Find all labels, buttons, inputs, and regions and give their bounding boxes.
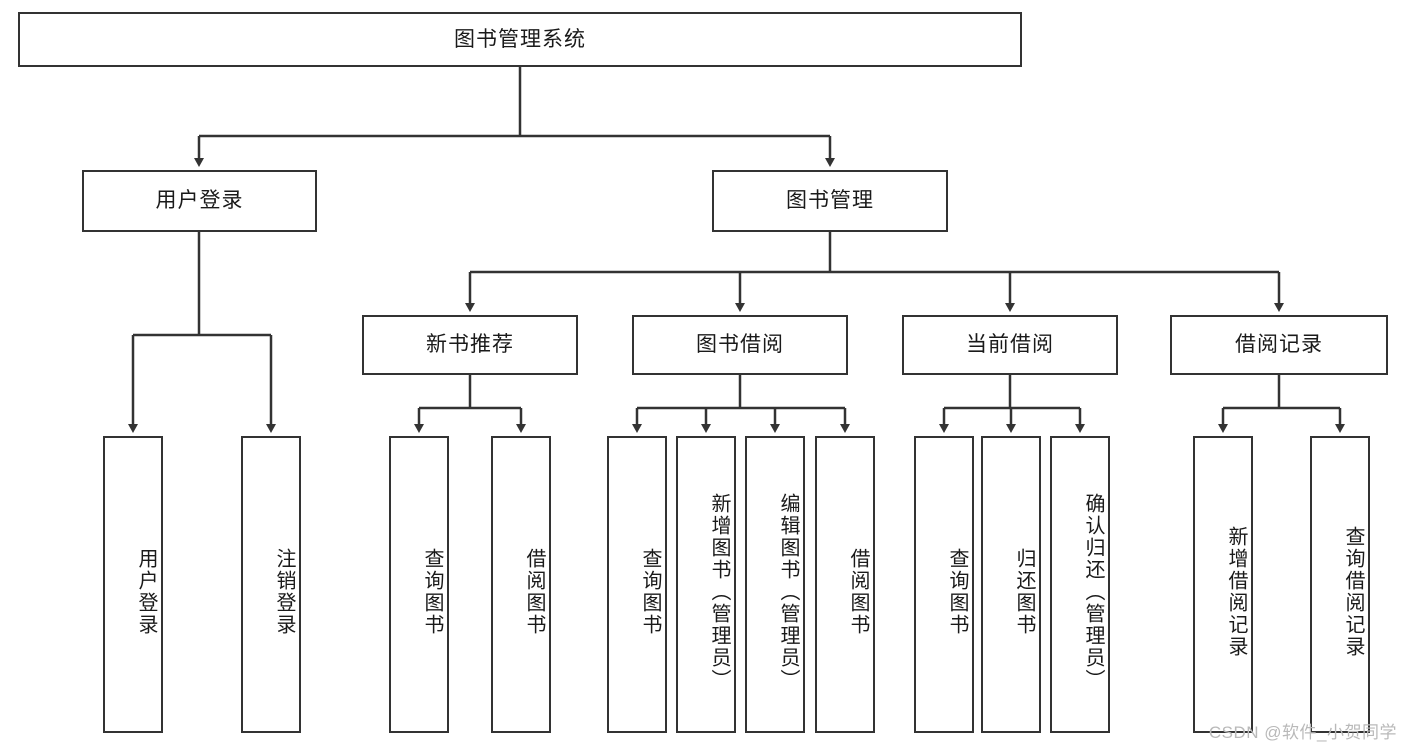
watermark-text: CSDN @软件_小贺同学 <box>1208 723 1397 742</box>
node-leaf-query-book-2[interactable]: 查询图书 <box>607 436 667 733</box>
node-label: 图书管理系统 <box>454 27 586 51</box>
node-leaf-query-record[interactable]: 查询借阅记录 <box>1310 436 1370 733</box>
node-label: 归还图书 <box>1013 547 1035 636</box>
node-leaf-query-book-3[interactable]: 查询图书 <box>914 436 974 733</box>
node-label: 当前借阅 <box>966 333 1054 357</box>
node-label: 查询借阅记录 <box>1342 525 1364 658</box>
node-label: 图书管理 <box>786 189 874 213</box>
node-label: 注销登录 <box>273 547 295 636</box>
node-label: 借阅图书 <box>523 547 545 636</box>
node-leaf-logout-login[interactable]: 注销登录 <box>241 436 301 733</box>
node-label: 查询图书 <box>946 547 968 636</box>
node-label: 图书借阅 <box>696 333 784 357</box>
node-book-management-system[interactable]: 图书管理系统 <box>18 12 1022 67</box>
node-label: 编辑图书（管理员） <box>777 492 799 691</box>
node-label: 查询图书 <box>421 547 443 636</box>
node-user-login[interactable]: 用户登录 <box>82 170 317 232</box>
node-leaf-borrow-book-1[interactable]: 借阅图书 <box>491 436 551 733</box>
node-label: 查询图书 <box>639 547 661 636</box>
node-leaf-query-book-1[interactable]: 查询图书 <box>389 436 449 733</box>
node-new-book-recommend[interactable]: 新书推荐 <box>362 315 578 375</box>
node-leaf-borrow-book-2[interactable]: 借阅图书 <box>815 436 875 733</box>
node-book-borrow[interactable]: 图书借阅 <box>632 315 848 375</box>
node-leaf-return-book[interactable]: 归还图书 <box>981 436 1041 733</box>
node-leaf-add-record[interactable]: 新增借阅记录 <box>1193 436 1253 733</box>
node-label: 新增借阅记录 <box>1225 525 1247 658</box>
node-book-management[interactable]: 图书管理 <box>712 170 948 232</box>
node-label: 确认归还（管理员） <box>1082 492 1104 691</box>
node-current-borrow[interactable]: 当前借阅 <box>902 315 1118 375</box>
node-label: 新增图书（管理员） <box>708 492 730 691</box>
node-label: 借阅图书 <box>847 547 869 636</box>
node-borrow-record[interactable]: 借阅记录 <box>1170 315 1388 375</box>
node-leaf-confirm-return[interactable]: 确认归还（管理员） <box>1050 436 1110 733</box>
node-leaf-add-book[interactable]: 新增图书（管理员） <box>676 436 736 733</box>
node-label: 用户登录 <box>135 547 157 636</box>
node-label: 借阅记录 <box>1235 333 1323 357</box>
node-label: 新书推荐 <box>426 333 514 357</box>
node-leaf-edit-book[interactable]: 编辑图书（管理员） <box>745 436 805 733</box>
node-label: 用户登录 <box>155 189 244 213</box>
node-leaf-user-login[interactable]: 用户登录 <box>103 436 163 733</box>
